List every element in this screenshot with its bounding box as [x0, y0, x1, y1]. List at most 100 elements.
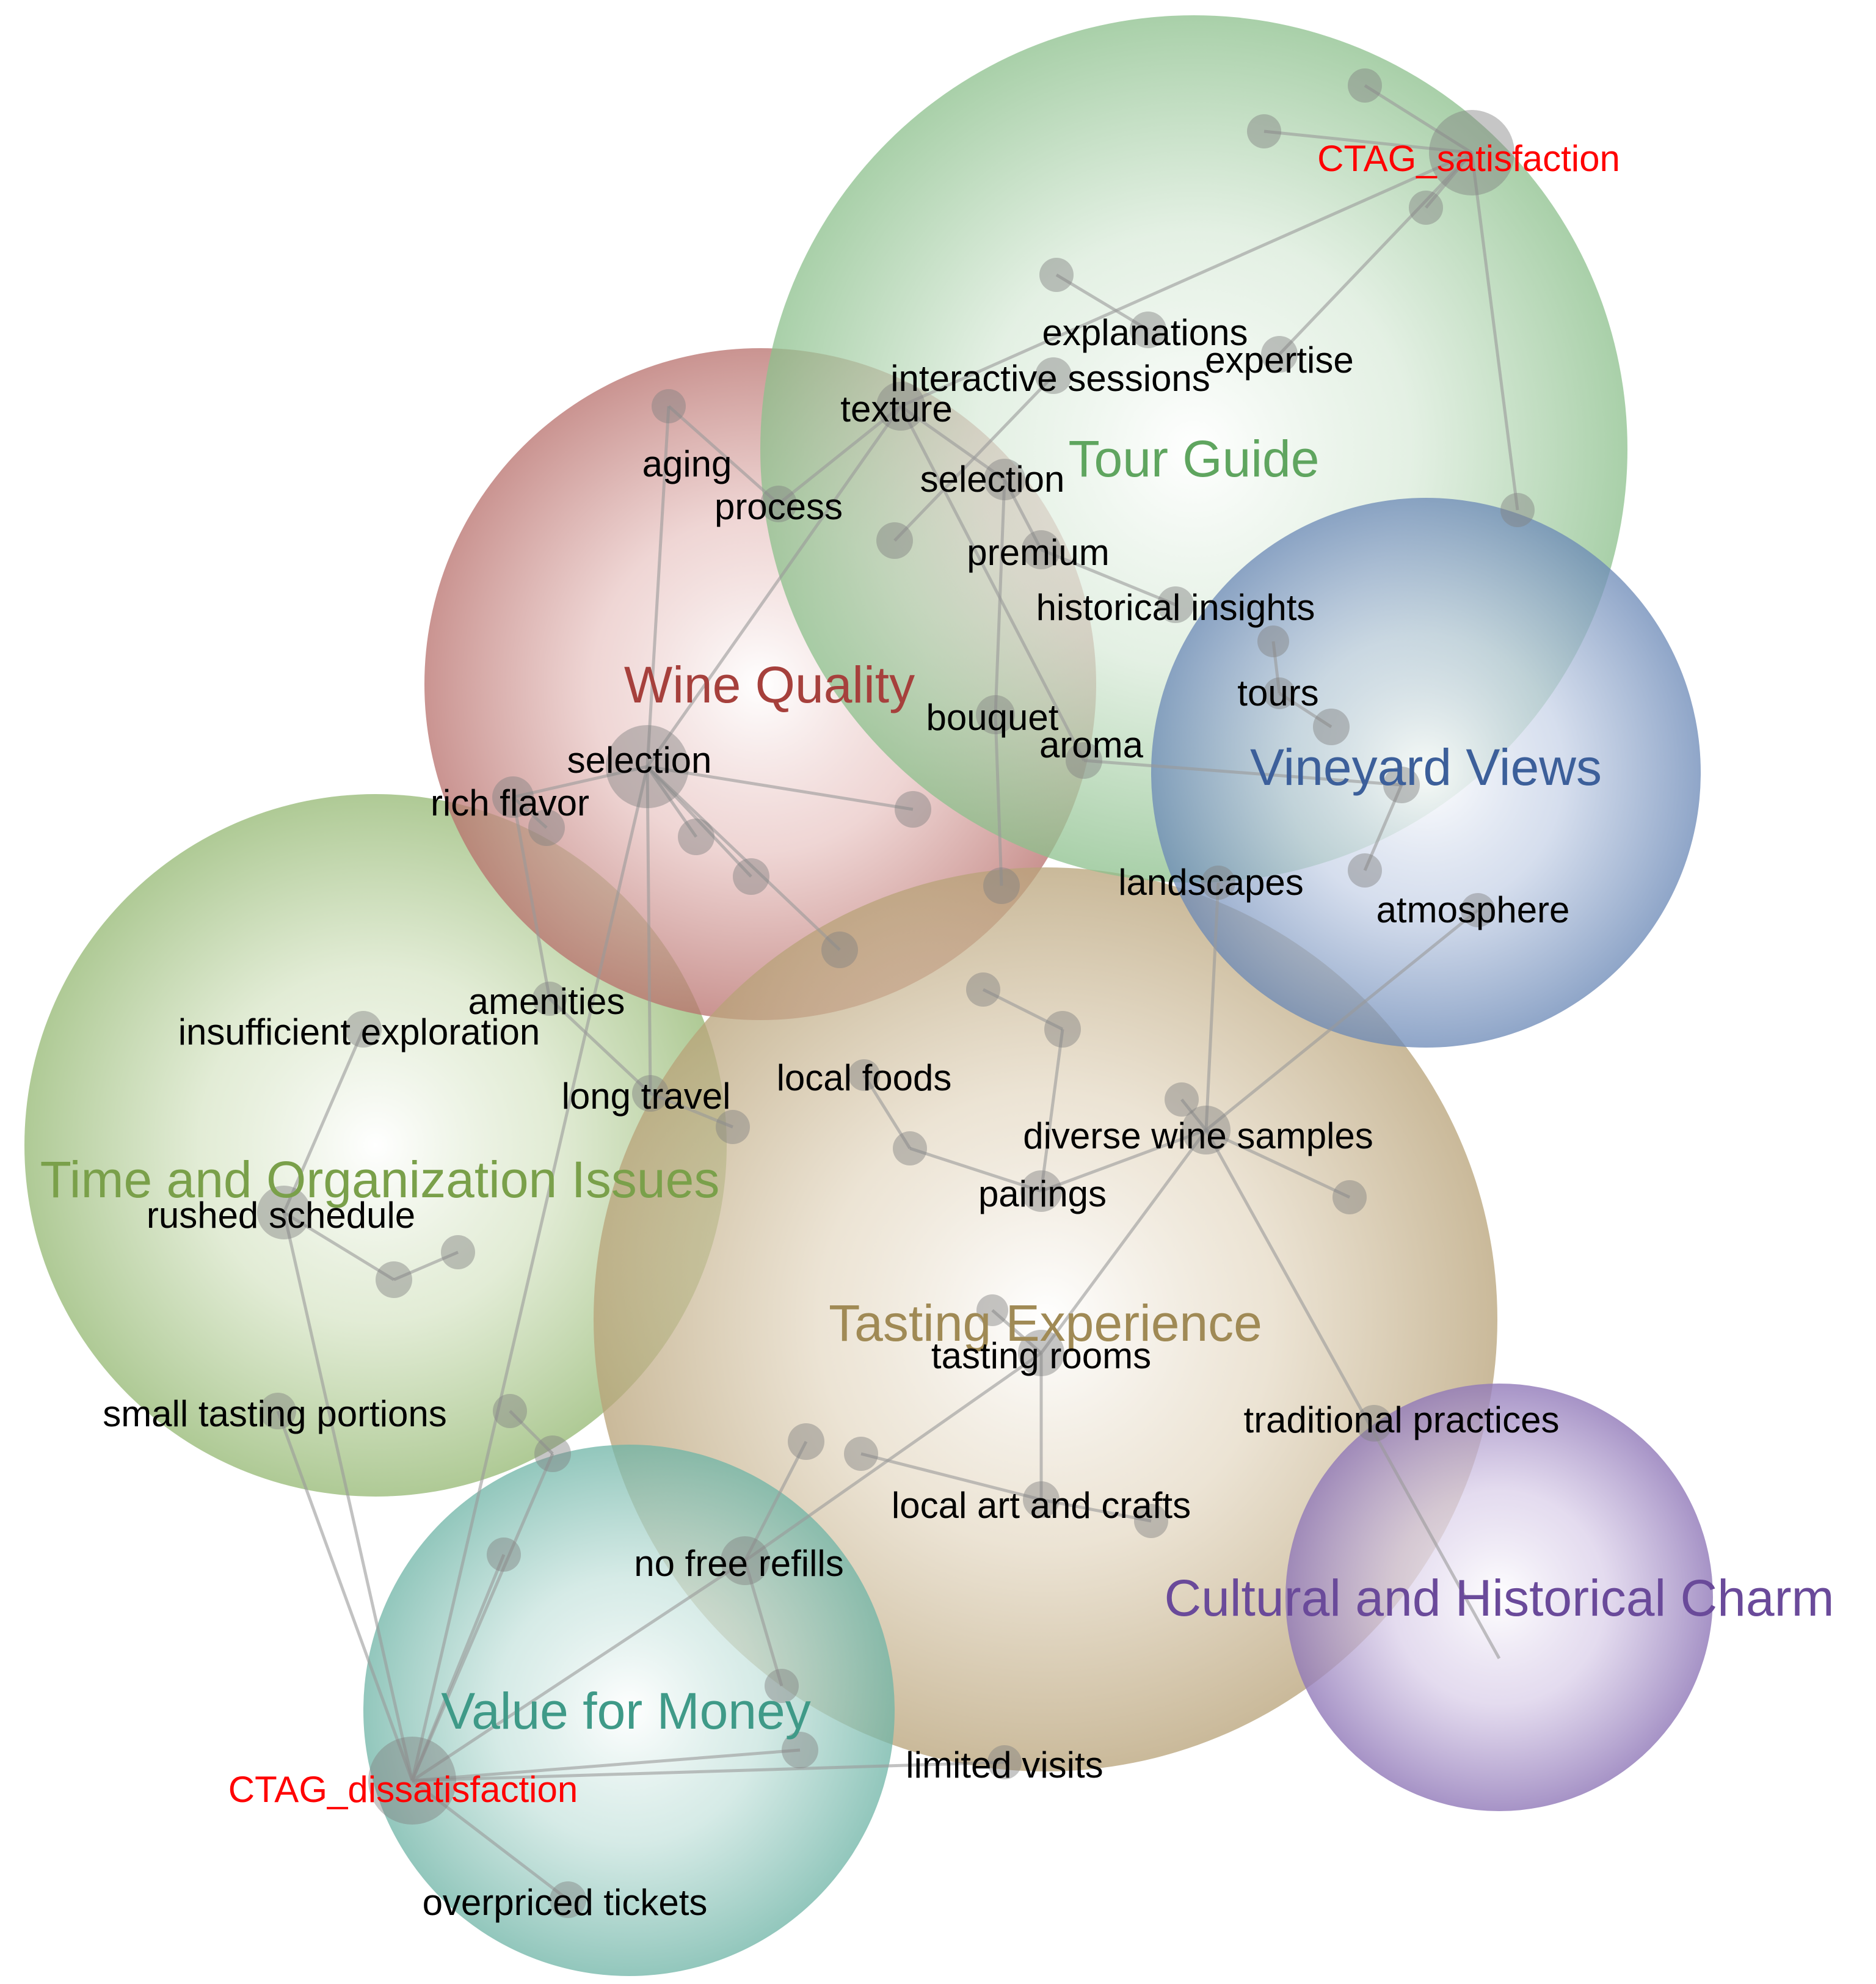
cluster-label-time-org: Time and Organization Issues [40, 1151, 720, 1208]
node[interactable] [716, 1110, 750, 1144]
node-satisfaction-hub[interactable] [1429, 110, 1514, 195]
node[interactable] [1383, 767, 1420, 803]
cluster-circles [24, 15, 1713, 1976]
node[interactable] [376, 1261, 412, 1298]
node-label: tasting rooms [931, 1335, 1151, 1376]
cluster-label-value: Value for Money [441, 1682, 810, 1740]
node-aging[interactable] [652, 389, 686, 423]
node-tours[interactable] [1263, 677, 1295, 709]
cluster-labels: Tour Guide Wine Quality Vineyard Views T… [40, 430, 1834, 1740]
node[interactable] [782, 1732, 818, 1768]
node-texture[interactable] [876, 382, 925, 431]
node[interactable] [733, 858, 769, 895]
node-label: premium [967, 532, 1109, 573]
edge [282, 1212, 414, 1781]
edge [994, 479, 1006, 715]
node-label: no free refills [634, 1543, 843, 1584]
node[interactable] [1247, 114, 1281, 148]
node-label: aroma [1039, 724, 1144, 765]
edges [276, 84, 1519, 1901]
node[interactable] [1409, 191, 1443, 225]
edge [412, 1748, 801, 1782]
node-aroma[interactable] [1066, 742, 1102, 779]
node-rich-flavor[interactable] [492, 776, 534, 818]
node[interactable] [1165, 1082, 1199, 1117]
node-rushed-schedule[interactable] [257, 1186, 311, 1239]
node[interactable] [876, 522, 913, 559]
node-local-foods[interactable] [848, 1059, 880, 1091]
edge [982, 988, 1064, 1031]
node-dissatisfaction-hub[interactable] [368, 1737, 456, 1825]
node-landscapes[interactable] [1201, 866, 1235, 900]
node-traditional-practices[interactable] [1356, 1405, 1392, 1442]
node[interactable] [441, 1235, 475, 1269]
node[interactable] [1313, 709, 1350, 745]
node[interactable] [1348, 68, 1382, 103]
node-limited-visits[interactable] [987, 1745, 1022, 1779]
node-interactive-sessions[interactable] [1035, 357, 1072, 394]
node-selection-wq[interactable] [606, 725, 689, 808]
node-label: historical insights [1036, 587, 1315, 628]
node-explanations[interactable] [1130, 312, 1166, 348]
edge [1364, 84, 1473, 155]
node-small-tasting-portions[interactable] [260, 1393, 296, 1429]
edge [647, 765, 914, 811]
nodes [257, 68, 1535, 1918]
node[interactable] [893, 1131, 927, 1165]
edge [991, 1309, 1042, 1354]
node[interactable] [1039, 258, 1074, 292]
node[interactable] [1044, 1011, 1081, 1048]
node-label: texture [840, 388, 952, 429]
node[interactable] [1134, 1504, 1168, 1538]
node-bouquet[interactable] [976, 695, 1015, 734]
node-local-art-and-crafts[interactable] [1023, 1481, 1060, 1518]
node[interactable] [493, 1394, 527, 1428]
node-diverse-wine-samples[interactable] [1182, 1106, 1231, 1154]
node[interactable] [1348, 853, 1382, 888]
edge [650, 1092, 733, 1129]
edge [743, 1440, 808, 1562]
node-historical-insights[interactable] [1157, 586, 1194, 623]
edge [899, 405, 1086, 762]
node-insufficient-exploration[interactable] [345, 1011, 382, 1048]
node[interactable] [976, 1294, 1008, 1326]
node[interactable] [788, 1423, 824, 1460]
edge [1204, 1129, 1501, 1660]
edge [860, 1452, 1042, 1501]
node[interactable] [895, 791, 931, 828]
node[interactable] [1257, 625, 1289, 657]
node-long-travel[interactable] [632, 1075, 669, 1112]
edge [1041, 1498, 1152, 1523]
cluster-label-vineyard-views: Vineyard Views [1250, 739, 1602, 796]
node[interactable] [534, 1435, 571, 1472]
node[interactable] [678, 819, 714, 855]
node-expertise[interactable] [1261, 336, 1298, 373]
node-process[interactable] [760, 486, 797, 522]
node[interactable] [966, 972, 1000, 1007]
node-label: local foods [777, 1057, 952, 1098]
node-amenities[interactable] [533, 982, 567, 1016]
node[interactable] [1500, 493, 1535, 527]
edge [1041, 1128, 1207, 1193]
node-premium[interactable] [1022, 530, 1061, 569]
cluster-circle-cultural [1285, 1384, 1713, 1811]
node[interactable] [983, 867, 1020, 904]
node-pairings[interactable] [1020, 1170, 1062, 1212]
edge [862, 1074, 912, 1150]
edge [1363, 784, 1403, 871]
edge [893, 374, 1055, 542]
node-tasting-rooms[interactable] [1018, 1330, 1064, 1376]
node-overpriced-tickets[interactable] [550, 1881, 586, 1918]
node[interactable] [487, 1537, 521, 1572]
node[interactable] [765, 1669, 799, 1703]
node-no-free-refills[interactable] [721, 1536, 769, 1585]
node-label: amenities [468, 981, 625, 1022]
node-label: insufficient exploration [178, 1012, 540, 1052]
node[interactable] [1332, 1180, 1367, 1214]
node-selection-tg[interactable] [984, 459, 1025, 500]
node[interactable] [821, 932, 858, 968]
node-atmosphere[interactable] [1461, 893, 1495, 927]
node[interactable] [528, 809, 565, 846]
node[interactable] [844, 1437, 878, 1471]
